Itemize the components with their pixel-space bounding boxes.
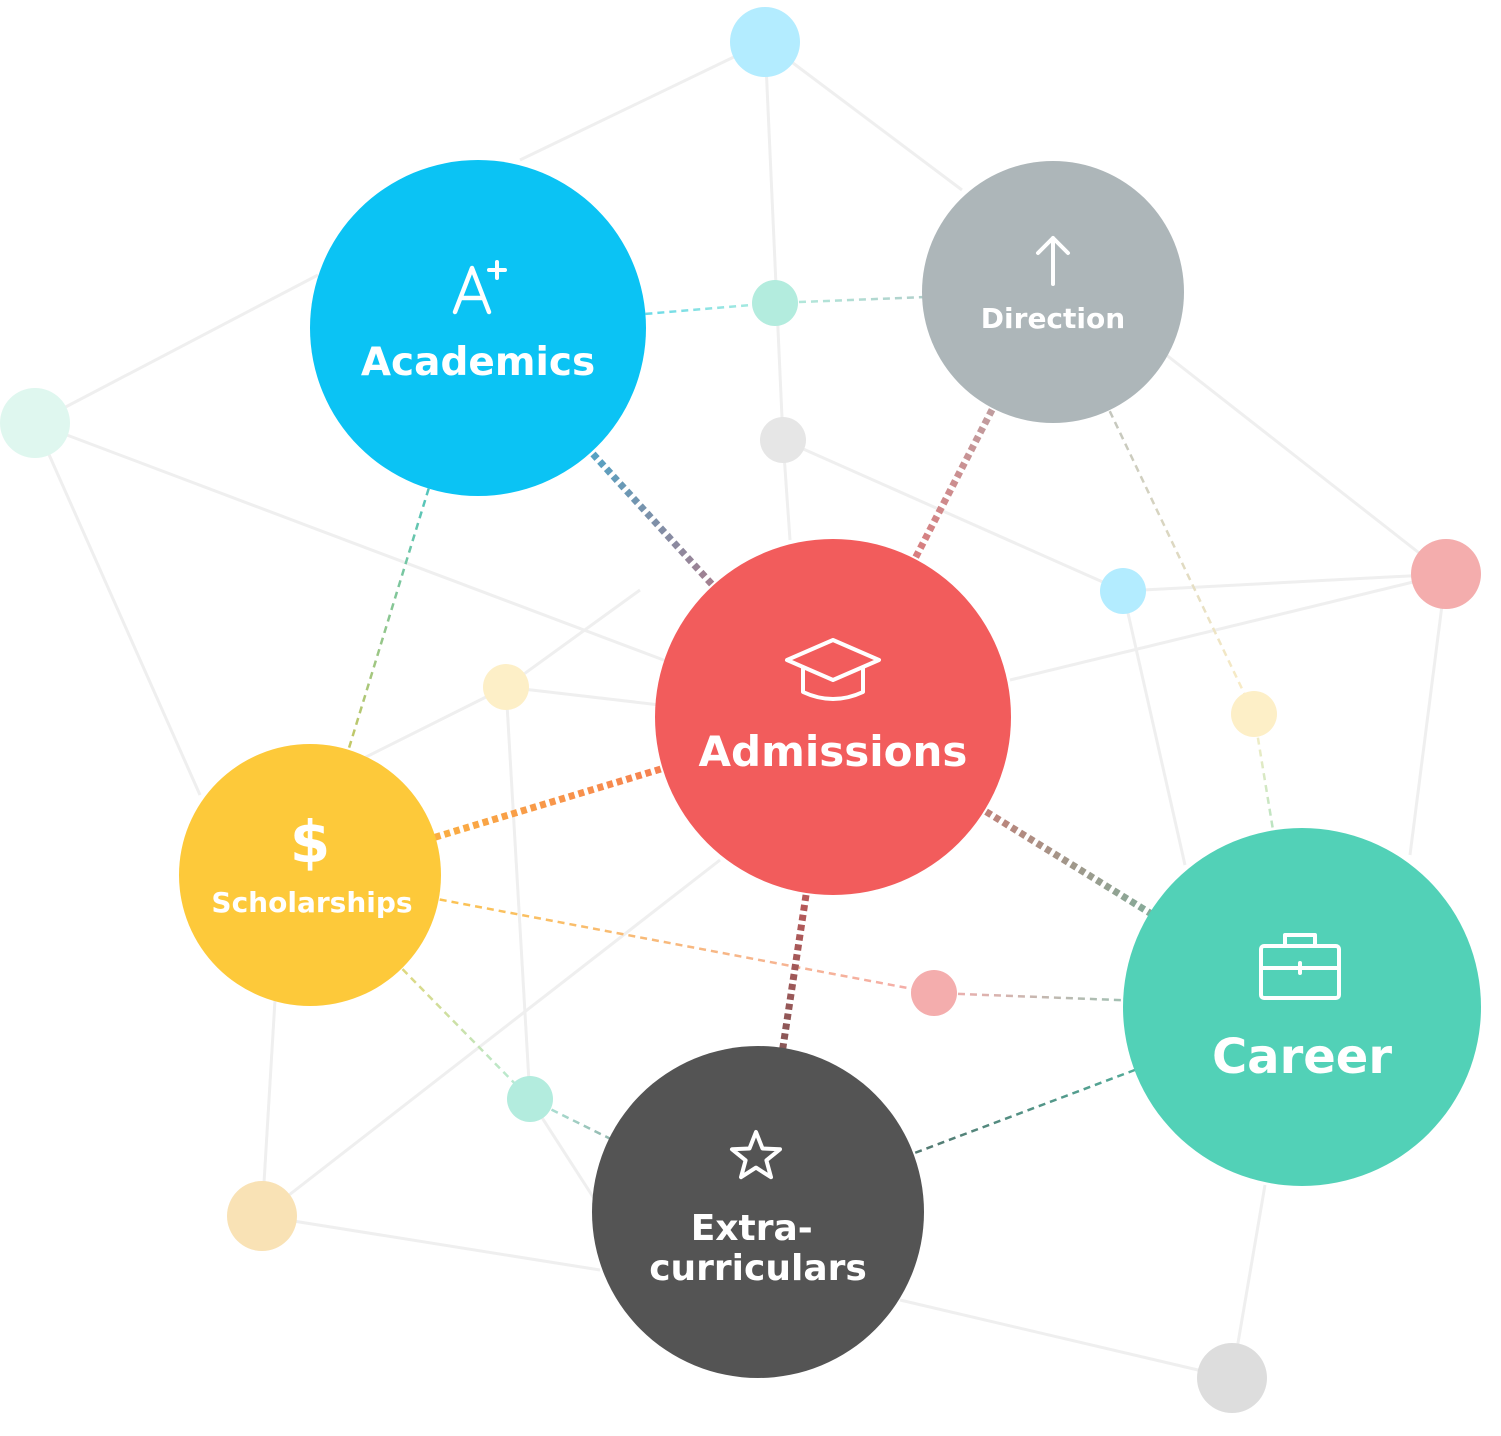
a-plus-icon: [452, 260, 507, 315]
network-dot: [760, 417, 806, 463]
background-line: [505, 588, 641, 689]
network-dot: [730, 7, 800, 77]
network-dot: [483, 664, 529, 710]
background-line: [764, 40, 963, 192]
background-line: [260, 999, 277, 1217]
background-line: [33, 422, 202, 796]
background-line: [763, 41, 785, 441]
background-line: [505, 685, 661, 707]
background-line: [1121, 590, 1187, 866]
background-line: [261, 1214, 601, 1272]
network-dot: [1197, 1343, 1267, 1413]
node-admissions[interactable]: Admissions: [655, 539, 1011, 895]
background-line: [1009, 572, 1447, 682]
network-dot: [911, 970, 957, 1016]
dashed-link-scholarships-d9: [309, 873, 935, 995]
network-dot: [752, 280, 798, 326]
arrow-up-icon: [1036, 236, 1070, 286]
background-line: [1122, 572, 1447, 593]
academics-circle: [310, 160, 646, 496]
node-label-scholarships: Scholarships: [211, 886, 412, 919]
star-icon: [730, 1130, 782, 1180]
dashed-link-d10-extracurriculars: [529, 1097, 759, 1214]
direction-circle: [922, 161, 1184, 423]
background-line: [359, 685, 507, 762]
network-dot: [0, 388, 70, 458]
background-line: [34, 273, 319, 425]
node-label-career: Career: [1212, 1029, 1392, 1085]
scholarships-circle: [179, 744, 441, 1006]
network-dot: [1231, 691, 1277, 737]
dollar-icon: $: [290, 808, 330, 876]
extracurriculars-circle: [592, 1046, 924, 1378]
background-line: [519, 40, 766, 162]
node-career[interactable]: Career: [1123, 828, 1481, 1186]
career-circle: [1123, 828, 1481, 1186]
network-dots: [0, 7, 1481, 1413]
node-label-academics: Academics: [361, 340, 595, 385]
background-line: [899, 1298, 1233, 1380]
background-line: [1408, 573, 1448, 856]
background-line: [261, 858, 721, 1218]
thick-link-admissions-academics: [475, 325, 836, 720]
background-network-lines: [33, 40, 1448, 1380]
node-direction[interactable]: Direction: [922, 161, 1184, 423]
node-label-admissions: Admissions: [699, 727, 968, 776]
node-label-direction: Direction: [981, 302, 1125, 335]
background-line: [34, 421, 691, 672]
network-dot: [1100, 568, 1146, 614]
graduation-cap-icon: [785, 638, 881, 701]
node-label-extracurriculars: Extra- curriculars: [649, 1208, 867, 1289]
network-dot: [507, 1076, 553, 1122]
node-academics[interactable]: Academics: [310, 160, 646, 496]
admissions-circle: [655, 539, 1011, 895]
node-extracurriculars[interactable]: Extra- curriculars: [592, 1046, 924, 1378]
node-scholarships[interactable]: $ Scholarships: [179, 744, 441, 1006]
briefcase-icon: [1259, 933, 1341, 1000]
background-line: [782, 438, 1124, 593]
background-line: [504, 686, 532, 1100]
background-line: [1159, 348, 1447, 576]
network-dot: [1411, 539, 1481, 609]
network-dot: [227, 1181, 297, 1251]
